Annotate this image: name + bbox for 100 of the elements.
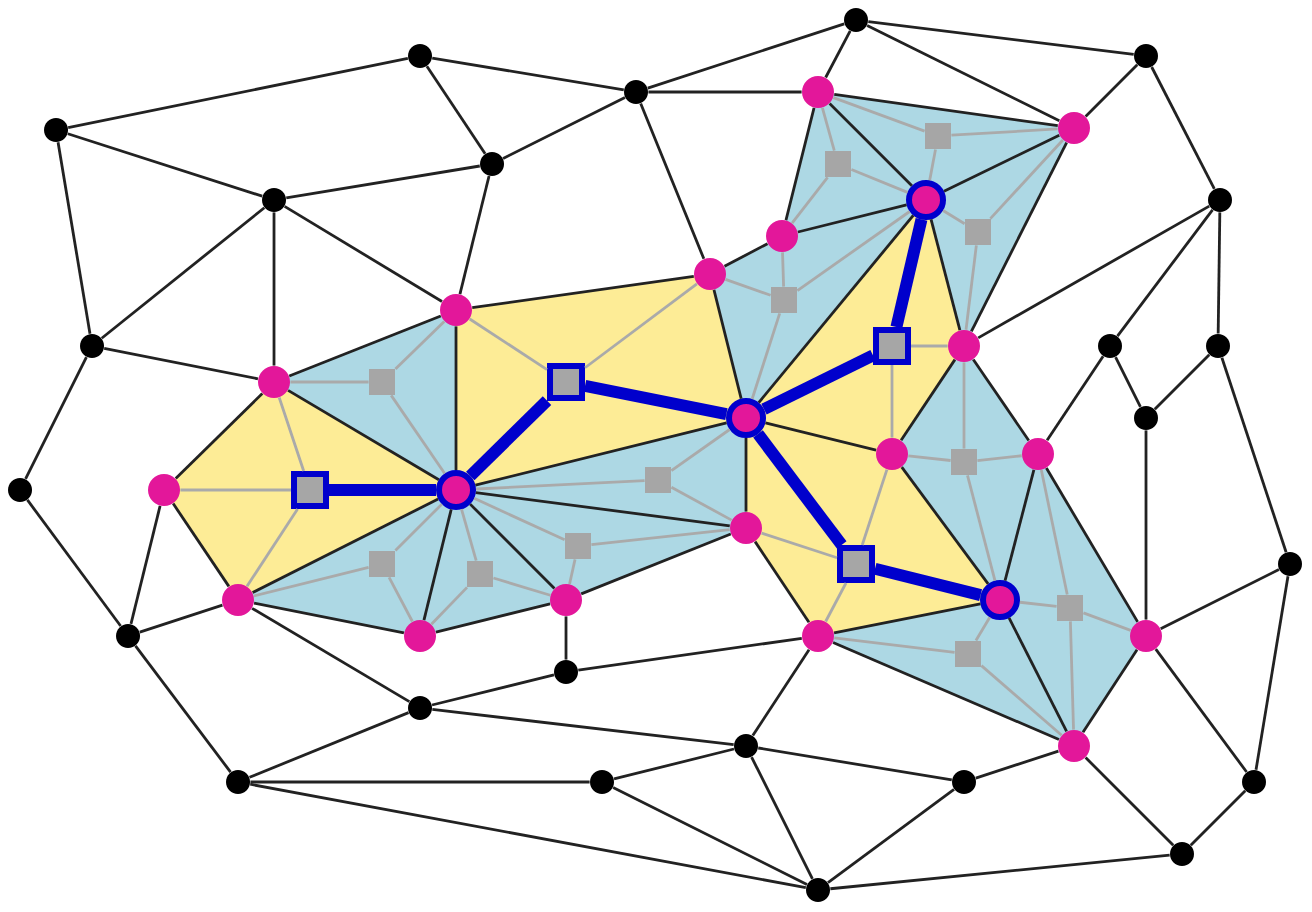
outlined-face-square xyxy=(837,545,875,583)
edge-line xyxy=(250,780,590,784)
edge-line xyxy=(868,20,1134,56)
edge-line xyxy=(647,22,845,90)
vertex-dot xyxy=(1208,188,1232,212)
edge-line xyxy=(1150,66,1216,190)
edge-line xyxy=(422,509,453,621)
path-line xyxy=(753,430,847,549)
dual-line xyxy=(790,176,829,224)
edge-line xyxy=(67,57,409,129)
dual-line xyxy=(473,497,566,542)
dual-line xyxy=(387,576,414,623)
vertex-dot xyxy=(730,512,762,544)
edge-line xyxy=(472,274,694,310)
edge-line xyxy=(758,746,952,782)
edge-line xyxy=(172,502,231,588)
edge-line xyxy=(1216,212,1222,334)
edge-line xyxy=(1116,209,1214,337)
edge-line xyxy=(67,132,263,198)
edge-line xyxy=(283,205,443,303)
edge-line xyxy=(1003,469,1036,581)
vertex-dot xyxy=(116,624,140,648)
ringed-vertex-dot xyxy=(726,398,766,438)
edge-line xyxy=(1114,356,1142,408)
dual-line xyxy=(989,139,1064,220)
edge-line xyxy=(612,786,808,886)
vertex-dot xyxy=(1134,406,1158,430)
vertex-dot xyxy=(480,152,504,176)
vertex-dot xyxy=(226,770,250,794)
dual-line xyxy=(277,397,305,472)
ringed-vertex-dot xyxy=(436,470,476,510)
path-line xyxy=(329,484,436,496)
face-square xyxy=(951,449,977,475)
edge-line xyxy=(287,389,440,481)
dual-line xyxy=(928,149,937,181)
edge-line xyxy=(975,749,1059,780)
edge-line xyxy=(1189,789,1247,847)
face-square xyxy=(369,551,395,577)
edge-line xyxy=(744,438,748,512)
edge-line xyxy=(1144,430,1148,620)
dual-line xyxy=(568,559,577,585)
dual-line xyxy=(390,394,446,475)
vertex-dot xyxy=(1058,730,1090,762)
edge-line xyxy=(432,56,624,92)
dual-line xyxy=(832,96,926,133)
path-line xyxy=(890,218,928,329)
dual-line xyxy=(977,454,1022,462)
dual-line xyxy=(468,317,548,371)
edge-line xyxy=(828,102,913,187)
edge-line xyxy=(832,641,1060,741)
dual-line xyxy=(475,479,645,491)
edge-line xyxy=(288,314,442,378)
vertex-dot xyxy=(80,334,104,358)
vertex-dot xyxy=(1206,334,1230,358)
edge-line xyxy=(943,133,1060,193)
vertex-dot xyxy=(222,584,254,616)
dual-line xyxy=(962,362,966,449)
dual-line xyxy=(670,428,731,472)
dual-line xyxy=(725,278,772,297)
vertex-dot xyxy=(1130,620,1162,652)
dual-line xyxy=(591,528,730,546)
face-square xyxy=(925,123,951,149)
edge-line xyxy=(56,142,92,334)
dual-line xyxy=(834,636,955,654)
edge-line xyxy=(458,175,491,295)
dual-line xyxy=(980,664,1063,737)
dual-line xyxy=(394,503,443,552)
ringed-vertex-dot xyxy=(906,180,946,220)
path-line xyxy=(466,396,552,481)
vertex-dot xyxy=(766,220,798,252)
vertex-dot xyxy=(734,734,758,758)
dual-line xyxy=(245,508,299,588)
dual-line xyxy=(460,508,478,561)
dual-line xyxy=(964,245,978,330)
edge-line xyxy=(797,203,907,234)
edge-line xyxy=(970,142,1068,332)
edge-line xyxy=(26,499,122,627)
vertex-dot xyxy=(1170,842,1194,866)
vertex-dot xyxy=(1134,44,1158,68)
vertex-dot xyxy=(590,770,614,794)
vertex-dot xyxy=(876,438,908,470)
edge-line xyxy=(712,289,743,399)
edge-line xyxy=(833,602,981,635)
edge-line xyxy=(469,503,556,590)
edge-line xyxy=(1084,63,1139,118)
dual-line xyxy=(908,454,951,462)
face-square xyxy=(965,219,991,245)
outlined-face-square xyxy=(547,363,585,401)
dual-line xyxy=(781,252,785,287)
dual-line xyxy=(951,127,1058,137)
dual-line xyxy=(796,210,911,292)
dual-line xyxy=(750,312,782,400)
dual-line xyxy=(860,469,889,546)
vertex-dot xyxy=(1242,770,1266,794)
vertex-dot xyxy=(44,118,68,142)
edge-line xyxy=(972,358,1030,442)
edge-line xyxy=(753,540,811,624)
edge-line xyxy=(1220,357,1288,553)
edge-line xyxy=(432,708,734,746)
vertex-dot xyxy=(554,660,578,684)
